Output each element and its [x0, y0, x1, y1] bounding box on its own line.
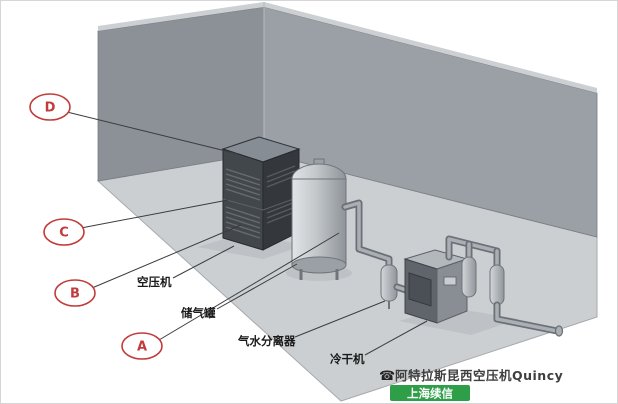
callout-c-ellipse: [43, 218, 85, 246]
separator-body: [380, 264, 398, 302]
callout-leaders: [66, 111, 340, 341]
dryer-label-leader: [364, 320, 428, 356]
callout-d: D: [29, 93, 71, 121]
tank-dome: [291, 163, 347, 180]
tank-body: [291, 178, 347, 266]
compressor-label: 空压机: [137, 275, 172, 289]
leader-c: [80, 199, 229, 229]
callout-a: A: [121, 332, 163, 360]
callout-b-letter: B: [70, 287, 80, 302]
leader-d: [66, 111, 239, 155]
line-filters: [461, 256, 505, 306]
air-compressor: [221, 136, 301, 251]
dryer-label: 冷干机: [330, 352, 365, 366]
watermark: ☎ 阿特拉斯昆西空压机Quincy 上海续信: [379, 368, 563, 401]
pipe-floor-run: [493, 301, 564, 337]
callout-c: C: [43, 218, 85, 246]
separator-label: 气水分离器: [237, 334, 296, 348]
callout-a-letter: A: [137, 340, 147, 355]
tank-label-leader: [216, 263, 298, 310]
dryer-display: [443, 276, 457, 286]
pipe-tank-to-separator: [341, 199, 393, 269]
callout-b-ellipse: [54, 279, 96, 307]
watermark-badge-bg: [390, 385, 470, 401]
dryer-front-grille: [408, 272, 432, 307]
room: [96, 2, 598, 402]
air-dryer: [403, 249, 469, 324]
callout-c-letter: C: [59, 226, 69, 241]
leader-b: [91, 224, 242, 289]
filter-2: [489, 264, 505, 306]
callout-a-ellipse: [121, 332, 163, 360]
air-tank: [291, 158, 347, 280]
watermark-badge-text: 上海续信: [407, 387, 453, 401]
pipe-dryer-to-filters: [445, 235, 501, 271]
compressor-vent-grille-upper: [225, 168, 261, 201]
part-labels: 空压机 储气罐 气水分离器 冷干机: [137, 245, 428, 366]
leader-a: [158, 232, 340, 341]
tank-bottom: [291, 256, 347, 274]
callout-d-letter: D: [45, 101, 56, 116]
filter-1: [461, 256, 477, 298]
separator-label-leader: [294, 300, 386, 338]
left-wall-top: [98, 2, 264, 31]
compressor-panel-divider: [222, 198, 264, 211]
callout-d-ellipse: [29, 93, 71, 121]
pipe-end-flange: [554, 325, 564, 337]
water-separator: [380, 264, 398, 309]
phone-icon: ☎: [379, 369, 395, 384]
callout-b: B: [54, 279, 96, 307]
watermark-brand: 阿特拉斯昆西空压机Quincy: [395, 368, 563, 383]
tank-label: 储气罐: [181, 306, 216, 320]
right-wall-top: [264, 2, 597, 93]
compressor-label-leader: [172, 245, 235, 279]
dryer-side-face: [436, 258, 468, 324]
compressor-side-grille: [266, 165, 296, 224]
